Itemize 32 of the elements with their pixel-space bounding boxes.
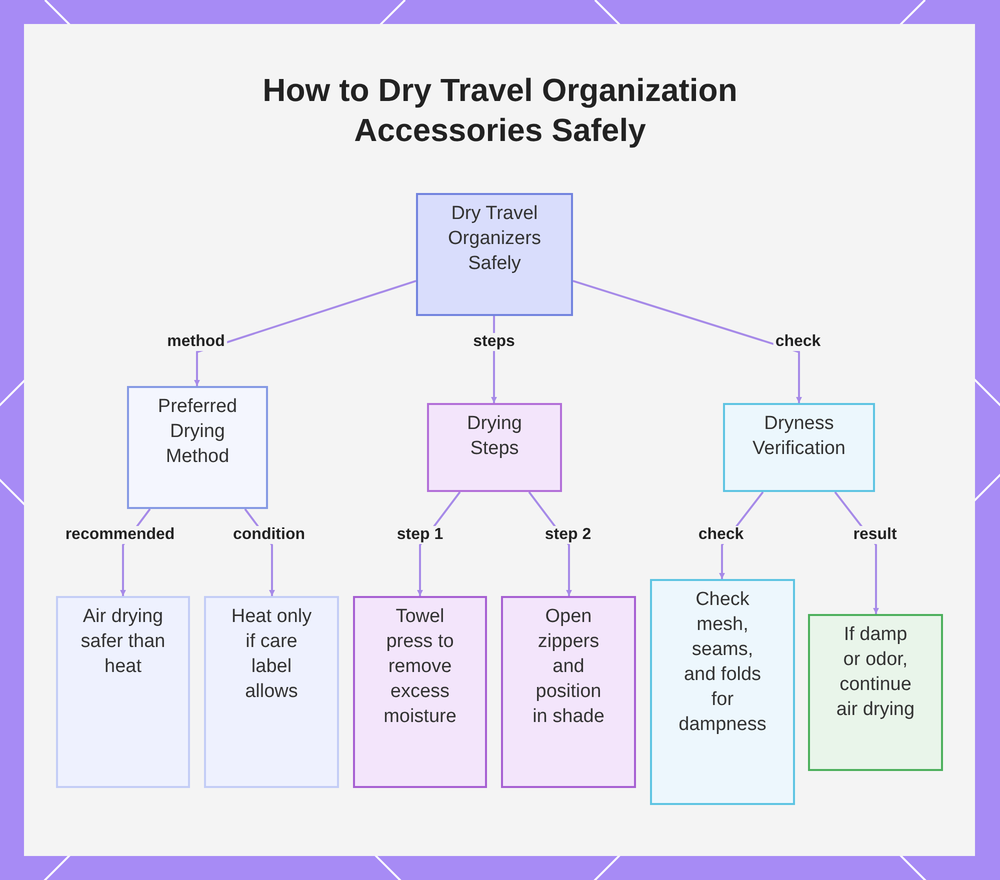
concept-box xyxy=(808,614,943,771)
edge-label: check xyxy=(696,526,746,544)
edge-label: steps xyxy=(471,333,517,351)
edge-label: step 2 xyxy=(542,526,594,544)
concept-box xyxy=(650,579,795,805)
edge-label: recommended xyxy=(63,526,177,544)
connector-arrow xyxy=(572,280,802,403)
node-label: Heat only if care label allows xyxy=(230,605,313,704)
node-label: Air drying safer than heat xyxy=(80,605,166,679)
node-label: Check mesh, seams, and folds for dampness xyxy=(678,588,768,737)
node-label: Preferred Drying Method xyxy=(156,395,238,469)
edge-label: result xyxy=(851,526,899,544)
node-label: Open zippers and position in shade xyxy=(532,605,606,729)
edge-label: check xyxy=(773,333,823,351)
node-label: Dryness Verification xyxy=(752,412,846,461)
concept-box xyxy=(723,403,875,492)
connector-arrow xyxy=(194,280,416,386)
edge-label: condition xyxy=(231,526,307,544)
concept-box xyxy=(416,193,573,316)
node-label: Drying Steps xyxy=(466,412,523,461)
concept-box xyxy=(501,596,636,788)
concept-box xyxy=(127,386,268,509)
node-label: If damp or odor, continue air drying xyxy=(836,623,916,722)
title: How to Dry Travel Organization Accessories Safely xyxy=(262,71,738,150)
concept-box xyxy=(204,596,339,788)
edge-label: step 1 xyxy=(394,526,446,544)
concept-box xyxy=(56,596,190,788)
concept-box xyxy=(353,596,487,788)
concept-box xyxy=(427,403,562,492)
edge-label: method xyxy=(165,333,227,351)
node-label: Dry Travel Organizers Safely xyxy=(447,202,542,276)
node-label: Towel press to remove excess moisture xyxy=(382,605,458,729)
